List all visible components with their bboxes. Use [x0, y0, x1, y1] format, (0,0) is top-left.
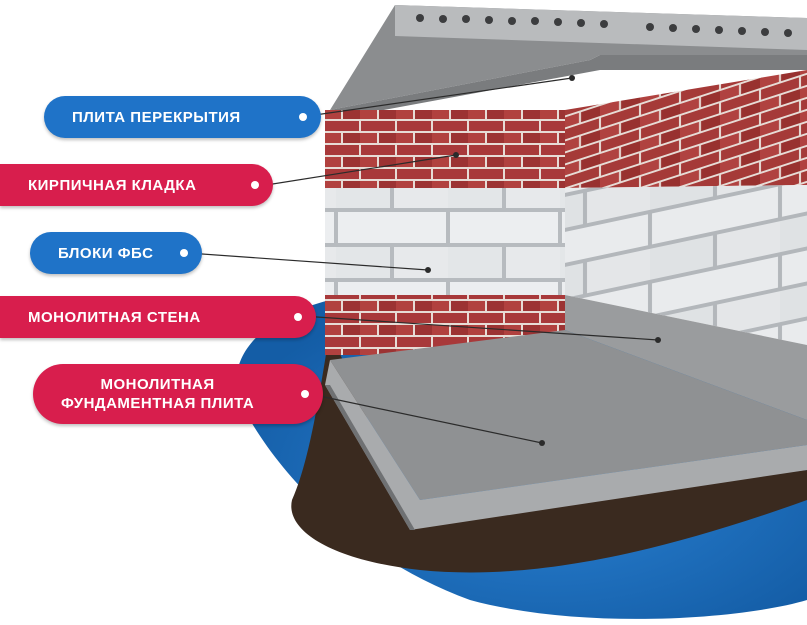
brickwork-back-upper [325, 110, 565, 188]
label-brickwork: КИРПИЧНАЯ КЛАДКА [0, 164, 273, 206]
label-dot-icon [180, 249, 188, 257]
label-brickwork-text: КИРПИЧНАЯ КЛАДКА [28, 176, 196, 195]
label-dot-icon [301, 390, 309, 398]
label-dot-icon [251, 181, 259, 189]
label-monolithic-wall: МОНОЛИТНАЯ СТЕНА [0, 296, 316, 338]
brickwork-side-upper [565, 70, 807, 188]
label-monolithic-wall-text: МОНОЛИТНАЯ СТЕНА [28, 308, 201, 327]
label-fbs-blocks: БЛОКИ ФБС [30, 232, 202, 274]
label-floor-slab: ПЛИТА ПЕРЕКРЫТИЯ [44, 96, 321, 138]
label-foundation-slab: МОНОЛИТНАЯ ФУНДАМЕНТНАЯ ПЛИТА [33, 364, 323, 424]
label-dot-icon [299, 113, 307, 121]
label-dot-icon [294, 313, 302, 321]
fbs-blocks-back [325, 188, 565, 295]
label-foundation-slab-line1: МОНОЛИТНАЯ [61, 375, 254, 394]
label-floor-slab-text: ПЛИТА ПЕРЕКРЫТИЯ [72, 108, 241, 127]
label-foundation-slab-text: МОНОЛИТНАЯ ФУНДАМЕНТНАЯ ПЛИТА [61, 375, 254, 413]
label-foundation-slab-line2: ФУНДАМЕНТНАЯ ПЛИТА [61, 394, 254, 413]
label-fbs-blocks-text: БЛОКИ ФБС [58, 244, 153, 263]
